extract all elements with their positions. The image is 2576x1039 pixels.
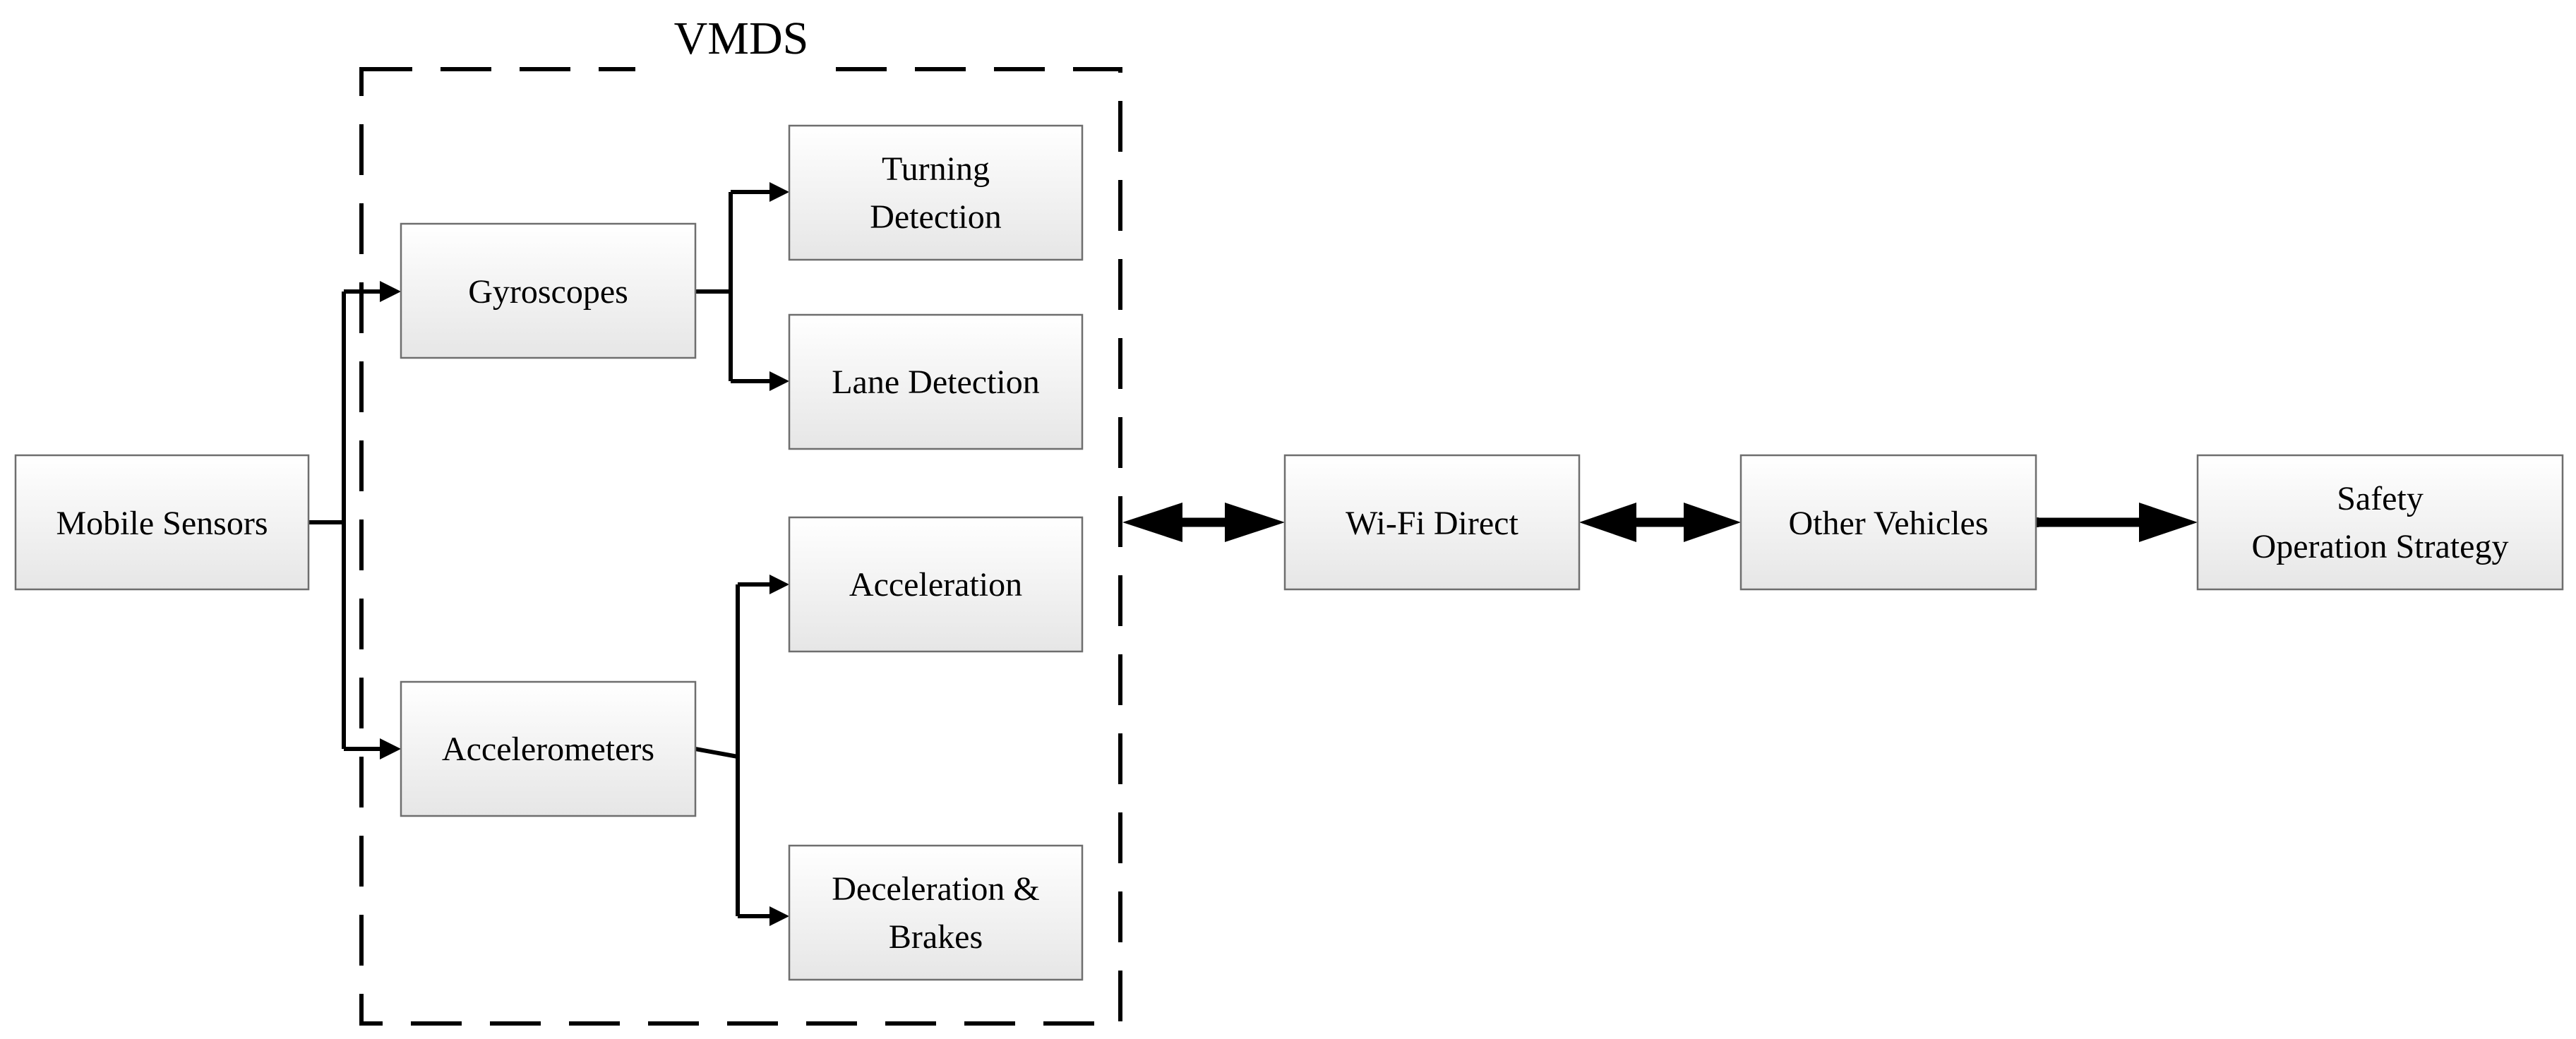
node-acceleration-label: Acceleration <box>849 566 1022 603</box>
node-gyroscopes-label: Gyroscopes <box>468 273 628 311</box>
svg-text:Acceleration: Acceleration <box>849 566 1022 603</box>
connector-accelerometers-trunk <box>695 747 738 759</box>
arrowhead-safety-strategy <box>2139 503 2198 542</box>
node-mobile-sensors-label: Mobile Sensors <box>56 505 268 542</box>
svg-text:Wi-Fi Direct: Wi-Fi Direct <box>1346 505 1518 542</box>
arrowhead-other-vehicles-right <box>1684 503 1741 542</box>
svg-text:Safety: Safety <box>2337 480 2424 517</box>
node-turning-detection: Turning Detection <box>788 124 1084 261</box>
node-mobile-sensors: Mobile Sensors <box>14 454 310 591</box>
node-safety-operation-strategy: Safety Operation Strategy <box>2196 454 2564 591</box>
node-wifi-direct-label: Wi-Fi Direct <box>1346 505 1518 542</box>
node-turning-detection-line-2: Detection <box>870 198 1002 236</box>
svg-text:Lane Detection: Lane Detection <box>832 364 1040 401</box>
node-deceleration-brakes: Deceleration & Brakes <box>788 844 1084 981</box>
svg-text:Detection: Detection <box>870 198 1002 236</box>
node-safety-operation-strategy-line-1: Safety <box>2337 480 2424 517</box>
arrowhead-gyroscopes <box>380 281 401 302</box>
node-other-vehicles-label: Other Vehicles <box>1788 505 1988 542</box>
vmds-title: VMDS <box>674 13 809 64</box>
arrowhead-deceleration-brakes <box>769 906 789 926</box>
node-accelerometers-label: Accelerometers <box>442 731 654 768</box>
arrowhead-wifi-right <box>1225 503 1285 542</box>
node-deceleration-brakes-line-1: Deceleration & <box>832 870 1040 908</box>
svg-text:Accelerometers: Accelerometers <box>442 731 654 768</box>
node-gyroscopes: Gyroscopes <box>400 222 697 359</box>
node-lane-detection: Lane Detection <box>788 313 1084 450</box>
node-accelerometers: Accelerometers <box>400 680 697 817</box>
vmds-dashed-border <box>359 67 1122 1026</box>
svg-text:Mobile Sensors: Mobile Sensors <box>56 505 268 542</box>
node-lane-detection-label: Lane Detection <box>832 364 1040 401</box>
node-safety-operation-strategy-line-2: Operation Strategy <box>2252 528 2509 565</box>
vmds-group: VMDS <box>359 7 1122 1026</box>
node-deceleration-brakes-line-2: Brakes <box>889 918 983 956</box>
arrowhead-accelerometers <box>380 738 401 759</box>
svg-text:Other Vehicles: Other Vehicles <box>1788 505 1988 542</box>
node-turning-detection-line-1: Turning <box>882 150 990 188</box>
node-other-vehicles: Other Vehicles <box>1739 454 2037 591</box>
svg-text:Gyroscopes: Gyroscopes <box>468 273 628 311</box>
connectors <box>308 182 2198 926</box>
arrowhead-wifi-left <box>1579 503 1636 542</box>
arrowhead-acceleration <box>769 575 789 594</box>
arrowhead-lane-detection <box>769 371 789 391</box>
svg-text:Brakes: Brakes <box>889 918 983 956</box>
svg-text:Turning: Turning <box>882 150 990 188</box>
node-acceleration: Acceleration <box>788 516 1084 653</box>
svg-text:Deceleration &: Deceleration & <box>832 870 1040 908</box>
vmds-title-background <box>635 7 826 92</box>
node-wifi-direct: Wi-Fi Direct <box>1283 454 1581 591</box>
svg-text:Operation Strategy: Operation Strategy <box>2252 528 2509 565</box>
arrowhead-turning-detection <box>769 182 789 202</box>
arrowhead-vmds-left <box>1122 503 1182 542</box>
